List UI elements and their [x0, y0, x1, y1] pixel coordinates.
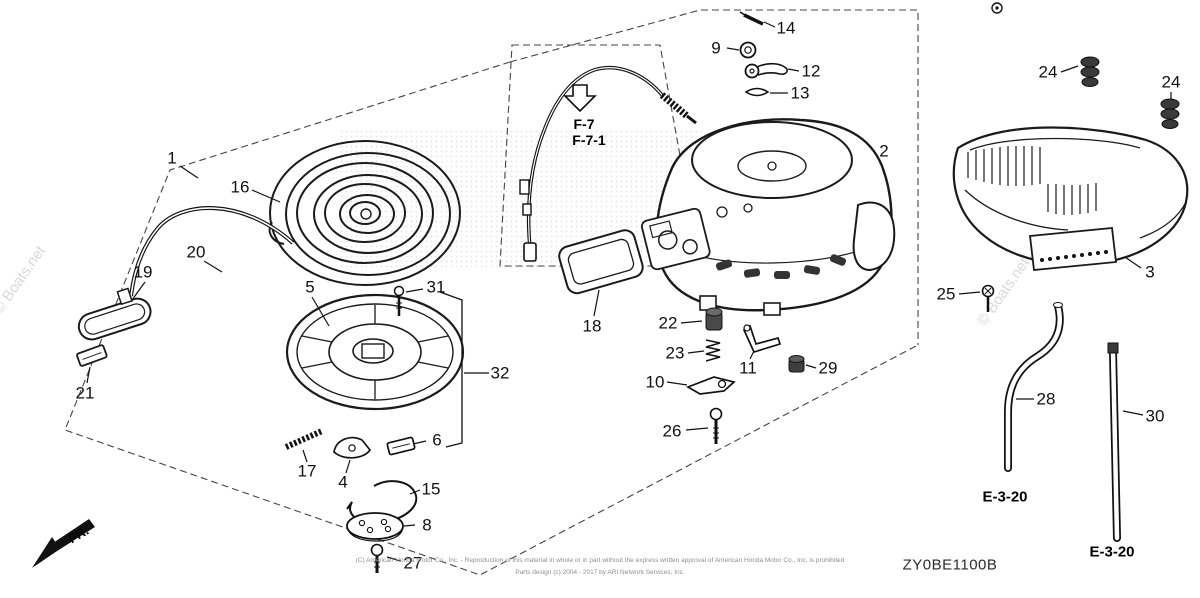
- arm-drawing: [744, 62, 788, 79]
- bolt-25-drawing: [981, 284, 995, 312]
- leader-lines: [86, 21, 1172, 562]
- throttle-cable-drawing: [519, 65, 697, 262]
- grommet-29-drawing: [788, 355, 805, 373]
- fan-cover-vents: [692, 245, 847, 279]
- bolt-27-drawing: [370, 543, 384, 573]
- callout-24-left: 24: [1038, 62, 1058, 82]
- cover-ribs: [967, 146, 1097, 215]
- callout-6: 6: [432, 430, 442, 450]
- cover-pins: [1040, 250, 1108, 262]
- callout-12: 12: [801, 61, 821, 81]
- callout-16: 16: [230, 177, 250, 197]
- callout-29: 29: [818, 358, 838, 378]
- ratchet-arm-drawing: [686, 376, 736, 395]
- pin-drawing: [739, 11, 764, 26]
- callout-9: 9: [711, 38, 721, 58]
- callout-23: 23: [665, 343, 685, 363]
- ref-label-e320-right: E-3-20: [1089, 543, 1135, 561]
- ref-label-f7-1: F-7-1: [572, 131, 606, 148]
- callout-20: 20: [186, 242, 206, 262]
- callout-11: 11: [739, 358, 757, 378]
- callout-13: 13: [790, 83, 810, 103]
- ratchet-pawl-drawing: [333, 436, 372, 459]
- callout-27: 27: [403, 553, 423, 573]
- grommet-24b-drawing: [1160, 98, 1180, 129]
- callout-14: 14: [776, 18, 796, 38]
- collar-drawing: [705, 307, 723, 331]
- tube-28-drawing: [1004, 302, 1064, 472]
- callout-10: 10: [645, 372, 665, 392]
- callout-18: 18: [582, 316, 602, 336]
- callout-32: 32: [490, 363, 510, 383]
- starter-rope-drawing: [129, 206, 295, 297]
- clip-13-drawing: [744, 87, 770, 97]
- callout-15: 15: [421, 479, 441, 499]
- tube-30-drawing: [1107, 342, 1121, 542]
- rope-clip-drawing: [76, 344, 108, 367]
- front-direction-arrow-icon: [32, 519, 95, 568]
- grommet-24a-drawing: [1080, 56, 1100, 87]
- diagram-code: ZY0BE1100B: [902, 556, 998, 574]
- callout-3: 3: [1145, 262, 1155, 282]
- spring-17-drawing: [284, 428, 324, 450]
- callout-28: 28: [1036, 389, 1056, 409]
- starter-grip-drawing: [77, 287, 152, 341]
- ref-label-f7: F-7: [573, 115, 595, 132]
- callout-17: 17: [297, 461, 317, 481]
- copyright-line-2: Parts design (c) 2004 - 2017 by ARI Netw…: [515, 569, 685, 576]
- callout-21: 21: [75, 383, 95, 403]
- lever-drawing: [742, 324, 782, 354]
- bolt-31-drawing: [393, 285, 405, 316]
- copyright-line-1: (C) American Honda Motor Co., Inc. - Rep…: [355, 557, 845, 564]
- reference-arrow-icon: [563, 84, 597, 113]
- corner-mark-icon: [991, 2, 1003, 14]
- bolt-26-drawing: [709, 407, 723, 444]
- starter-pulley-drawing: [285, 293, 465, 411]
- callout-26: 26: [662, 421, 682, 441]
- callout-5: 5: [305, 277, 315, 297]
- spring-23-drawing: [705, 339, 721, 362]
- callout-30: 30: [1145, 406, 1165, 426]
- fan-cover-drawing: [640, 118, 896, 316]
- callout-1: 1: [167, 148, 177, 168]
- ref-label-e320-left: E-3-20: [982, 488, 1028, 506]
- clip-6-drawing: [386, 436, 416, 456]
- bracket-line-32: [439, 291, 463, 448]
- callout-4: 4: [338, 472, 348, 492]
- callout-8: 8: [422, 515, 432, 535]
- construction-lines: [64, 9, 919, 576]
- friction-plate-drawing: [346, 512, 404, 542]
- callout-2: 2: [879, 141, 889, 161]
- callout-22: 22: [658, 313, 678, 333]
- cushion-seal-drawing: [558, 229, 644, 295]
- lower-cover-drawing: [952, 126, 1189, 271]
- callout-24-right: 24: [1161, 72, 1181, 92]
- callout-25: 25: [936, 284, 956, 304]
- recoil-spring-drawing: [268, 140, 461, 286]
- callout-31: 31: [426, 277, 446, 297]
- grommet-9-drawing: [739, 41, 757, 59]
- callout-19: 19: [133, 262, 153, 282]
